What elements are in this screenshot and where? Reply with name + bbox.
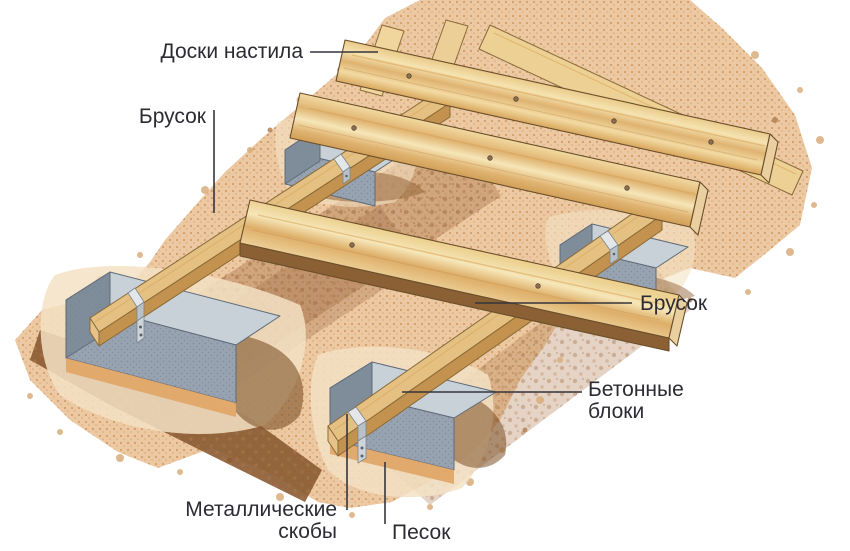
deck-board-middle: [289, 92, 709, 236]
board-end-face: [689, 181, 709, 236]
label-metal-brackets-line1: Металлические: [185, 498, 337, 521]
label-concrete-blocks-line1: Бетонные: [588, 378, 684, 401]
label-texts: Доски настила Брусок Брусок Бетонные бло…: [139, 40, 708, 544]
label-beam-left: Брусок: [139, 105, 207, 128]
sand-bed-near-left: [66, 358, 236, 417]
metal-bracket-near-middle: [347, 406, 367, 464]
board-end-face: [760, 133, 779, 184]
board-end-face: [668, 294, 688, 347]
leader-lines: [213, 51, 632, 524]
metal-bracket-far-left: [333, 153, 351, 185]
metal-bracket-far-right: [599, 230, 619, 265]
label-beam-right: Брусок: [640, 292, 708, 315]
label-deck-boards: Доски настила: [161, 40, 304, 63]
label-concrete-blocks-line2: блоки: [588, 400, 644, 423]
deck-nails: [349, 73, 714, 289]
label-sand: Песок: [392, 521, 451, 544]
deck-board-top: [335, 39, 779, 184]
label-metal-brackets-line2: скобы: [278, 520, 337, 543]
beam-end-face: [89, 317, 100, 347]
sand-fringe-speckles: [27, 51, 824, 518]
metal-bracket-near-left: [127, 287, 145, 344]
beam-end-face: [327, 425, 339, 457]
